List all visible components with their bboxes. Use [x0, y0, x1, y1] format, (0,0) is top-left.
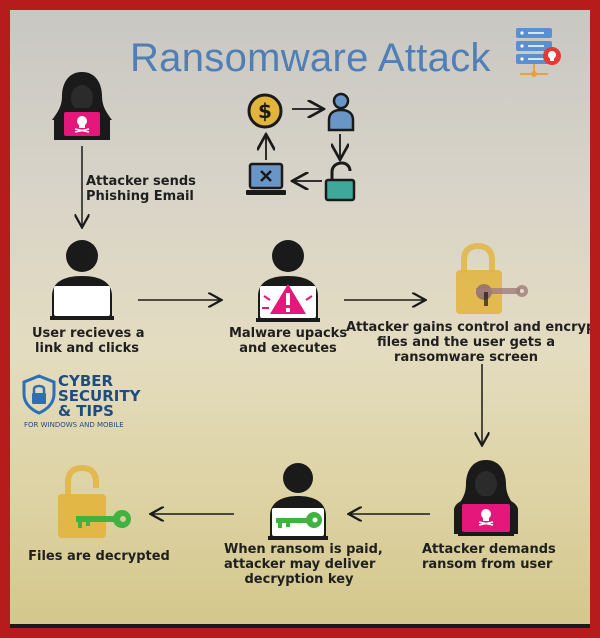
malware-laptop-icon	[256, 240, 320, 322]
demands-ransom-caption: Attacker demands ransom from user	[422, 542, 556, 572]
bottom-border	[10, 624, 590, 628]
control-encrypt-caption: Attacker gains control and encrypts file…	[346, 320, 590, 365]
unlocked-padlock-icon	[324, 161, 356, 202]
laptop-x-icon	[246, 162, 286, 195]
brand-tagline: FOR WINDOWS AND MOBILE	[24, 421, 124, 429]
brand-line-3: & TIPS	[58, 402, 114, 420]
flow-arrows	[10, 10, 590, 628]
gold-padlock-green-key-icon	[58, 464, 131, 538]
malware-caption: Malware upacks and executes	[228, 326, 348, 356]
hacker-laptop-icon	[454, 460, 518, 536]
dollar-coin-icon: $	[247, 93, 283, 129]
brand-line-2: SECURITY	[58, 387, 141, 405]
person-icon	[327, 92, 355, 132]
user-green-key-icon	[268, 463, 328, 540]
server-skull-icon	[516, 28, 561, 77]
brand-line-1: CYBER	[58, 372, 114, 390]
user-clicks-caption: User recieves a link and clicks	[32, 326, 145, 356]
shield-lock-icon	[22, 374, 56, 415]
hacker-icon	[52, 72, 112, 140]
gold-padlock-key-icon	[456, 242, 528, 314]
ransom-paid-caption: When ransom is paid, attacker may delive…	[224, 542, 383, 587]
svg-text:$: $	[258, 99, 272, 123]
user-laptop-icon	[50, 240, 114, 320]
page-title: Ransomware Attack	[130, 36, 491, 80]
files-decrypted-caption: Files are decrypted	[28, 549, 170, 564]
infographic-frame: Ransomware Attack Attacker sends Phishin…	[10, 10, 590, 628]
attacker-sends-caption: Attacker sends Phishing Email	[86, 174, 196, 204]
